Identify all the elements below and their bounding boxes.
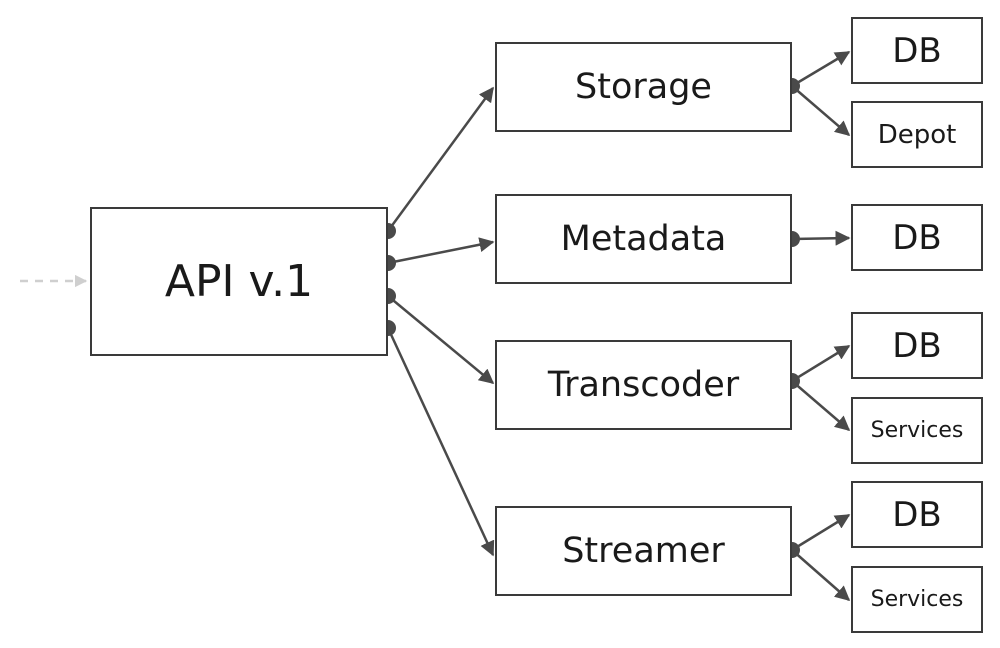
storage-db-node: DB <box>851 17 983 84</box>
storage-node: Storage <box>495 42 792 132</box>
edge-streamer-services <box>791 549 851 601</box>
streamer-services-label: Services <box>870 587 964 612</box>
edge-storage-depot <box>791 85 851 136</box>
transcoder-services-label: Services <box>870 418 964 443</box>
storage-label: Storage <box>575 67 712 107</box>
storage-depot-label: Depot <box>877 119 957 150</box>
edge-api-storage <box>386 86 495 232</box>
streamer-node: Streamer <box>495 506 792 596</box>
edge-storage-db <box>791 50 851 88</box>
edge-api-streamer <box>386 327 495 557</box>
transcoder-db-node: DB <box>851 312 983 379</box>
streamer-services-node: Services <box>851 566 983 633</box>
transcoder-label: Transcoder <box>547 365 740 405</box>
storage-db-label: DB <box>892 30 942 71</box>
edge-transcoder-db <box>791 344 851 383</box>
metadata-db-label: DB <box>892 217 942 258</box>
metadata-db-node: DB <box>851 204 983 271</box>
streamer-db-node: DB <box>851 481 983 548</box>
edge-streamer-db <box>791 513 851 552</box>
api-node: API v.1 <box>90 207 388 356</box>
metadata-label: Metadata <box>560 219 727 259</box>
edge-metadata-db <box>791 230 851 246</box>
transcoder-services-node: Services <box>851 397 983 464</box>
transcoder-db-label: DB <box>892 325 942 366</box>
edge-api-metadata <box>387 237 495 265</box>
edge-transcoder-services <box>791 380 851 431</box>
api-label: API v.1 <box>164 256 314 307</box>
metadata-node: Metadata <box>495 194 792 284</box>
streamer-label: Streamer <box>562 531 725 571</box>
streamer-db-label: DB <box>892 494 942 535</box>
storage-depot-node: Depot <box>851 101 983 168</box>
edge-api-transcoder <box>387 295 495 384</box>
transcoder-node: Transcoder <box>495 340 792 430</box>
